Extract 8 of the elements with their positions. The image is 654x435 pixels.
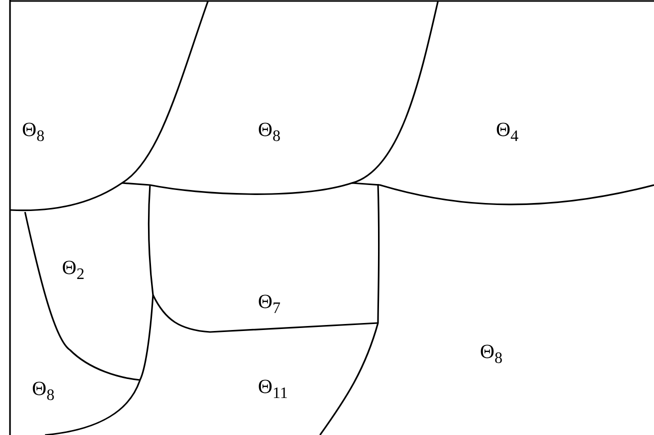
region-label: Θ$_{8}$ — [32, 377, 54, 408]
region-label: Θ$_{8}$ — [258, 118, 280, 149]
region-label: Θ$_{8}$ — [22, 118, 44, 149]
region-label: Θ$_{8}$ — [480, 340, 502, 371]
region-label: Θ$_{4}$ — [496, 118, 518, 149]
region-label: Θ$_{11}$ — [258, 375, 288, 406]
region-label: Θ$_{2}$ — [62, 256, 84, 287]
region-label: Θ$_{7}$ — [258, 290, 280, 321]
